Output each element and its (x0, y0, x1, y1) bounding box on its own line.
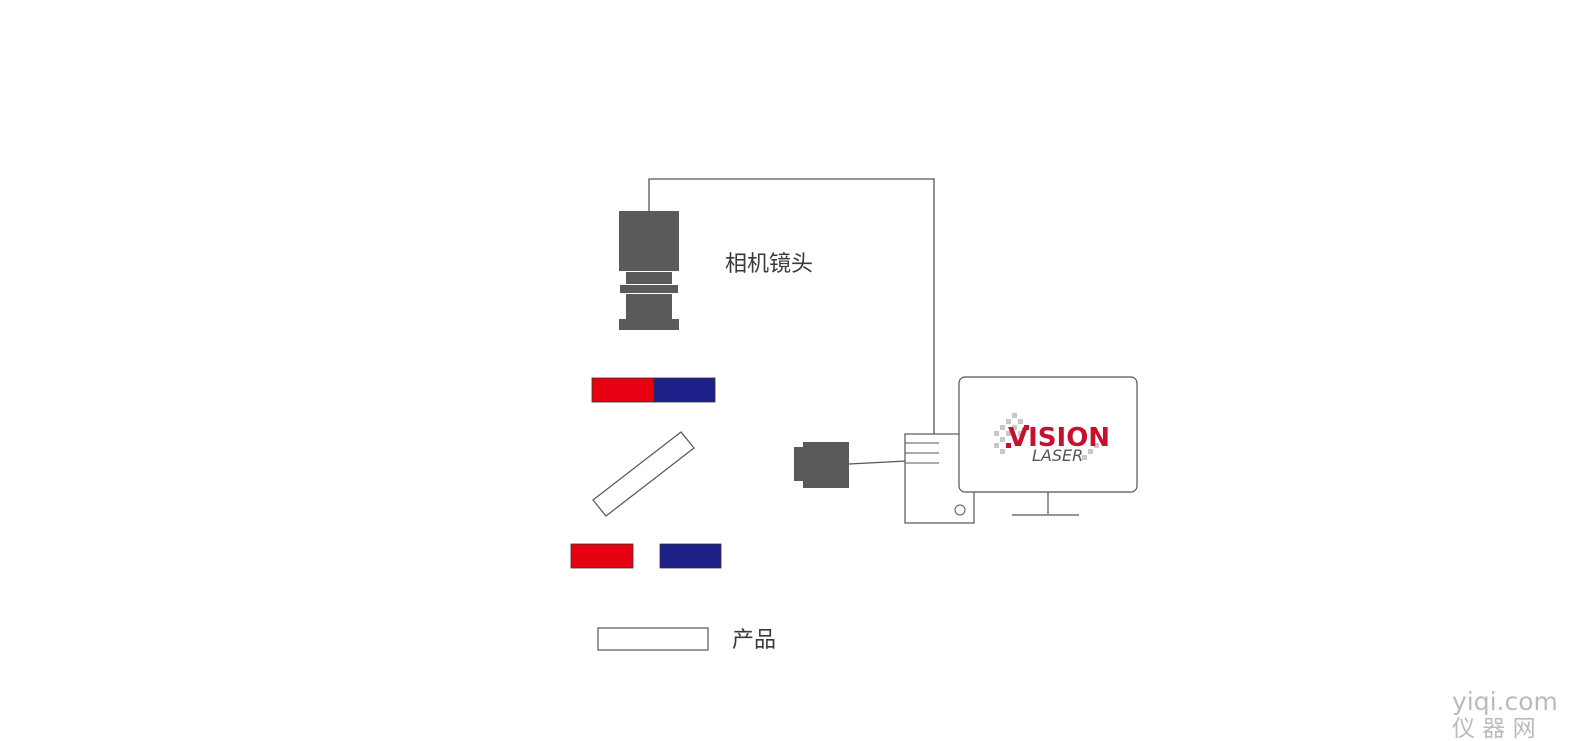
product-box (597, 627, 709, 651)
blue-filter-top (653, 377, 716, 403)
watermark-name: 仪 器 网 (1452, 716, 1536, 741)
logo-laser-text: LASER (1032, 446, 1083, 465)
side-camera-icon (794, 442, 849, 488)
blue-filter-bottom (659, 543, 722, 569)
red-filter-bottom (570, 543, 634, 569)
camera-lens-label: 相机镜头 (725, 252, 813, 277)
top-camera-icon (619, 211, 679, 330)
camera-cable (648, 178, 935, 434)
logo-vision-text: VISION (1008, 423, 1110, 453)
power-button-icon (954, 504, 966, 516)
monitor (958, 376, 1138, 516)
side-camera-cable (848, 460, 907, 465)
watermark-domain: yiqi.com (1452, 687, 1558, 716)
vision-laser-logo: VISION LASER (994, 413, 1110, 465)
red-filter-top (591, 377, 655, 403)
tilted-mirror (592, 431, 695, 517)
product-label: 产品 (732, 628, 776, 653)
